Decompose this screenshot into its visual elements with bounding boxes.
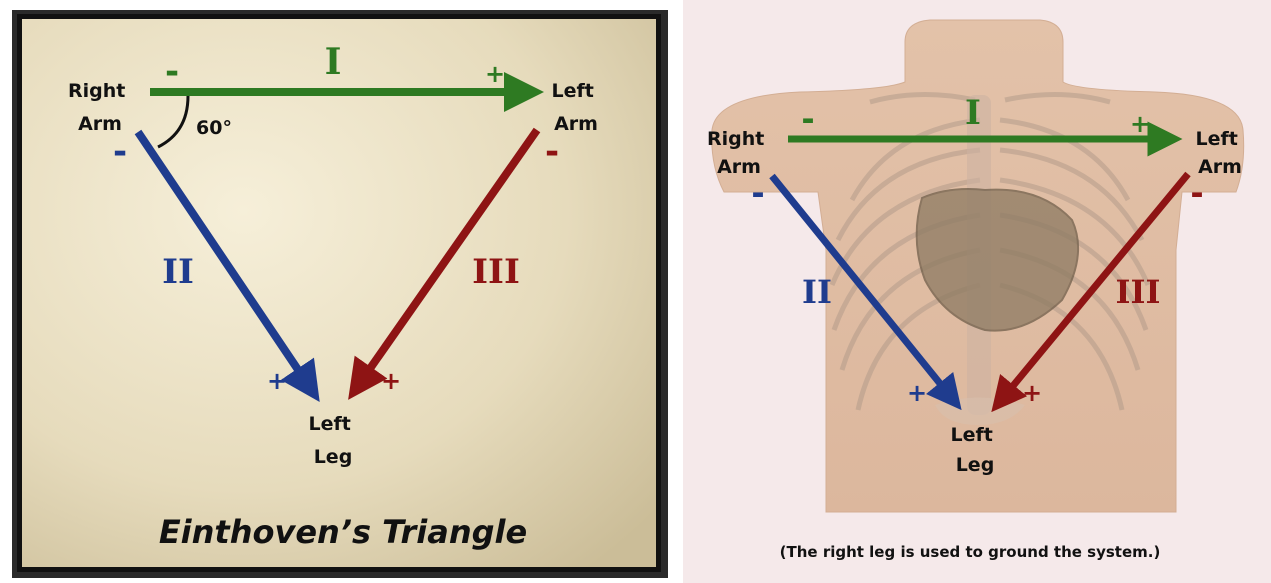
ground-caption: (The right leg is used to ground the sys… — [780, 543, 1161, 561]
lead-ii-positive-torso: + — [907, 379, 927, 407]
lead-ii-negative-torso: - — [751, 174, 764, 212]
angle-label: 60° — [196, 117, 232, 139]
lead-iii-positive: + — [381, 367, 401, 395]
lead-iii-positive-torso: + — [1022, 379, 1042, 407]
lead-i-positive-torso: + — [1130, 110, 1150, 138]
lead-i-negative-torso: - — [801, 100, 814, 138]
right-panel: I - + II - + III - + Right Arm Left Arm … — [683, 0, 1271, 583]
lead-i-negative: - — [165, 52, 179, 92]
lead-i-label: I — [325, 41, 342, 83]
lead-ii-label-torso: II — [802, 273, 832, 311]
lead-i-positive: + — [485, 60, 505, 88]
lead-i-label-torso: I — [965, 93, 981, 133]
left-panel: I - + II - + III - + 60° Right Arm Left … — [12, 10, 668, 578]
diagram-title: Einthoven’s Triangle — [159, 513, 527, 551]
lead-ii-positive: + — [267, 367, 287, 395]
lead-iii-label: III — [472, 252, 520, 292]
lead-iii-negative-torso: - — [1190, 174, 1203, 212]
lead-ii-negative: - — [113, 132, 127, 172]
lead-iii-negative: - — [545, 132, 559, 172]
lead-iii-label-torso: III — [1116, 273, 1161, 311]
lead-ii-label: II — [162, 252, 194, 292]
